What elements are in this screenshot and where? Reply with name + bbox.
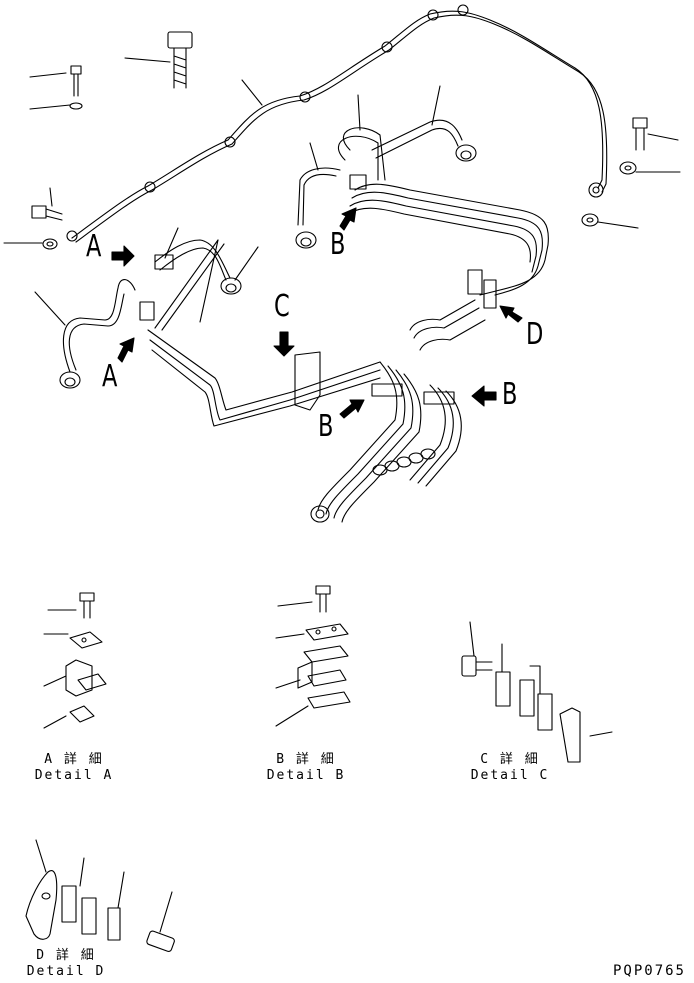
spill-tube (66, 4, 608, 243)
detail-c-caption-en: Detail C (470, 768, 550, 783)
long-bolt-top (167, 31, 193, 89)
detail-a-caption-en: Detail A (34, 768, 114, 783)
bolt-left-mid (31, 205, 63, 250)
detail-c-caption-jp: C 詳 細 (480, 752, 540, 767)
bolt-right (581, 117, 648, 227)
detail-a-caption: A 詳 細 Detail A (34, 752, 114, 784)
leader-lines (3, 57, 681, 326)
callout-label-b-right: B (502, 377, 518, 412)
injection-tube-bundle (59, 119, 549, 523)
drawing-code: PQP0765 (612, 963, 686, 979)
detail-b-caption: B 詳 細 Detail B (266, 752, 346, 784)
callout-label-a-upper: A (86, 229, 102, 264)
detail-a-drawing (43, 592, 107, 729)
detail-c-drawing (461, 621, 613, 763)
detail-b-caption-en: Detail B (266, 768, 346, 783)
callout-label-a-lower: A (102, 359, 118, 394)
detail-d-drawing (25, 839, 175, 953)
detail-b-caption-jp: B 詳 細 (276, 752, 336, 767)
callout-label-b-mid: B (318, 409, 334, 444)
callout-arrows (111, 207, 523, 419)
detail-b-drawing (275, 585, 351, 727)
detail-a-caption-jp: A 詳 細 (44, 752, 104, 767)
detail-d-caption: D 詳 細 Detail D (26, 948, 106, 980)
callout-label-b-top: B (330, 227, 346, 262)
callout-label-d: D (526, 317, 544, 352)
detail-d-caption-jp: D 詳 細 (36, 948, 96, 963)
bolt-top-left (69, 65, 83, 110)
detail-d-caption-en: Detail D (26, 964, 106, 979)
detail-c-caption: C 詳 細 Detail C (470, 752, 550, 784)
clamps (139, 174, 497, 411)
callout-label-c: C (274, 289, 290, 324)
